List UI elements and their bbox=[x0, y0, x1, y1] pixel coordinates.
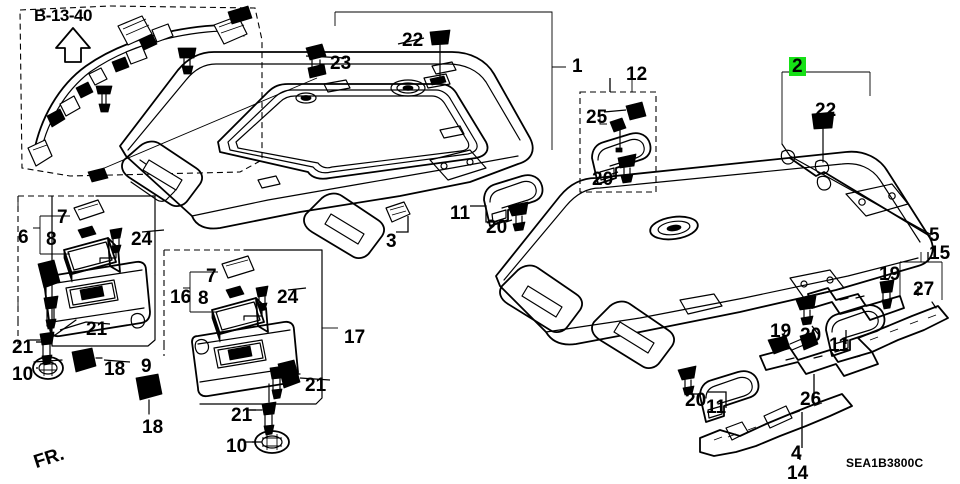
assist-grip-group-12 bbox=[579, 80, 657, 193]
callout-27[interactable]: 27 bbox=[913, 279, 935, 300]
callout-22-a[interactable]: 22 bbox=[402, 30, 424, 51]
callout-17[interactable]: 17 bbox=[344, 327, 366, 348]
callout-21-b[interactable]: 21 bbox=[12, 337, 34, 358]
diagram-reference-label: B-13-40 bbox=[34, 6, 92, 25]
clip-18-b bbox=[135, 373, 163, 415]
callout-16[interactable]: 16 bbox=[170, 287, 192, 308]
callout-12[interactable]: 12 bbox=[626, 64, 648, 85]
callout-18-a[interactable]: 18 bbox=[104, 359, 126, 380]
clip-20-left bbox=[507, 201, 529, 232]
sunvisor-right bbox=[163, 249, 338, 436]
callout-3[interactable]: 3 bbox=[386, 231, 397, 252]
callout-5[interactable]: 5 bbox=[929, 225, 940, 246]
clip-23 bbox=[94, 43, 327, 173]
callout-20-d[interactable]: 20 bbox=[685, 390, 707, 411]
callout-7-right[interactable]: 7 bbox=[206, 266, 217, 287]
callout-15[interactable]: 15 bbox=[929, 243, 951, 264]
callout-20-b[interactable]: 20 bbox=[592, 169, 614, 190]
screw-20-group12 bbox=[615, 119, 637, 184]
callout-4[interactable]: 4 bbox=[791, 443, 802, 464]
part-code-label: SEA1B3800C bbox=[846, 456, 924, 470]
callout-11-a[interactable]: 11 bbox=[450, 203, 471, 224]
callout-24-b[interactable]: 24 bbox=[277, 287, 299, 308]
screw-21-right-b bbox=[249, 383, 277, 436]
callout-21-d[interactable]: 21 bbox=[231, 405, 253, 426]
callout-2[interactable]: 2 bbox=[789, 57, 806, 76]
callout-6[interactable]: 6 bbox=[18, 227, 29, 248]
clip-20-d bbox=[677, 365, 697, 396]
callout-19-a[interactable]: 19 bbox=[879, 264, 901, 285]
bolt-19-b bbox=[767, 331, 819, 355]
callout-10-left[interactable]: 10 bbox=[12, 364, 34, 385]
callout-18-b[interactable]: 18 bbox=[142, 417, 164, 438]
callout-22-b[interactable]: 22 bbox=[815, 100, 837, 121]
callout-26[interactable]: 26 bbox=[800, 389, 822, 410]
callout-11-b[interactable]: 11 bbox=[829, 335, 850, 356]
callout-8-right[interactable]: 8 bbox=[198, 288, 209, 309]
clip-20-c bbox=[795, 295, 817, 326]
clip-18-a bbox=[71, 347, 103, 373]
callout-9[interactable]: 9 bbox=[141, 356, 152, 377]
grommet-10-left bbox=[32, 356, 64, 380]
callout-7-left[interactable]: 7 bbox=[57, 207, 68, 228]
bolt-22-right bbox=[811, 111, 835, 175]
bolt-22-left bbox=[429, 29, 451, 79]
callout-23[interactable]: 23 bbox=[330, 53, 352, 74]
callout-20-a[interactable]: 20 bbox=[486, 217, 508, 238]
callout-1[interactable]: 1 bbox=[572, 56, 583, 77]
screw-21-right-a bbox=[269, 365, 301, 400]
sunvisor-left bbox=[17, 195, 156, 366]
assist-grip-11-left bbox=[483, 174, 544, 232]
callout-19-b[interactable]: 19 bbox=[770, 321, 792, 342]
callout-21-a[interactable]: 21 bbox=[86, 319, 108, 340]
leader-lines bbox=[36, 37, 929, 460]
callout-10-right[interactable]: 10 bbox=[226, 436, 248, 457]
curtain-airbag-region bbox=[19, 5, 263, 177]
callout-14[interactable]: 14 bbox=[787, 463, 809, 484]
screw-21-left-b bbox=[29, 331, 55, 366]
callout-11-c[interactable]: 11 bbox=[706, 397, 727, 418]
callout-21-c[interactable]: 21 bbox=[305, 375, 327, 396]
callout-20-c[interactable]: 20 bbox=[800, 325, 822, 346]
callout-24-a[interactable]: 24 bbox=[131, 229, 153, 250]
right-lower-hardware bbox=[677, 252, 949, 457]
callout-8-left[interactable]: 8 bbox=[46, 229, 57, 250]
bolt-19-a bbox=[879, 279, 895, 310]
headliner-with-sunroof bbox=[87, 11, 566, 259]
airbag-bolt-a bbox=[95, 85, 113, 113]
headliner-plain bbox=[495, 71, 934, 369]
callout-25[interactable]: 25 bbox=[586, 107, 608, 128]
